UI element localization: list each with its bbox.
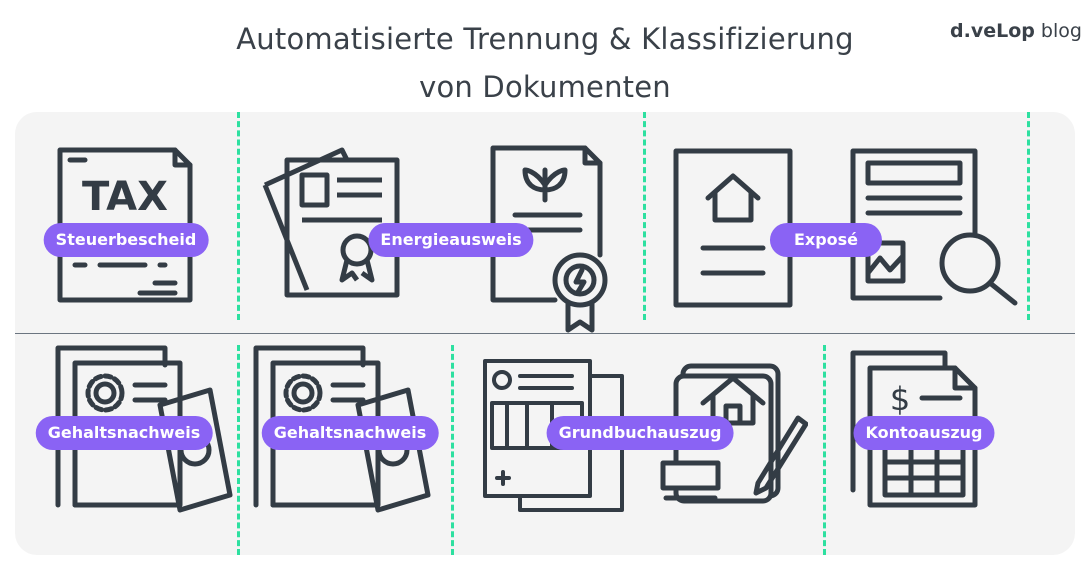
group-divider — [643, 112, 646, 320]
group-divider — [237, 345, 240, 555]
label-kontoauszug: Kontoauszug — [853, 416, 995, 450]
group-divider — [237, 112, 240, 320]
energy-certificate-icon — [490, 145, 608, 333]
page-title-line1: Automatisierte Trennung & Klassifizierun… — [236, 22, 854, 56]
label-expose: Exposé — [769, 223, 883, 257]
label-steuerbescheid: Steuerbescheid — [43, 223, 209, 257]
real-estate-expose-icon — [850, 148, 1018, 306]
svg-text:TAX: TAX — [82, 174, 168, 220]
svg-text:$: $ — [890, 380, 910, 418]
row-divider — [15, 333, 1075, 334]
group-divider — [823, 345, 826, 555]
label-energieausweis: Energieausweis — [368, 223, 534, 257]
brand-logo: d.veLop blog — [950, 20, 1082, 42]
group-divider — [451, 345, 454, 555]
label-gehaltsnachweis: Gehaltsnachweis — [261, 416, 439, 450]
logo-brand: d.veLop — [950, 20, 1035, 42]
page-title-line2: von Dokumenten — [419, 70, 671, 104]
label-gehaltsnachweis: Gehaltsnachweis — [35, 416, 213, 450]
group-divider — [1027, 112, 1030, 320]
label-grundbuchauszug: Grundbuchauszug — [546, 416, 734, 450]
logo-suffix: blog — [1034, 20, 1082, 42]
